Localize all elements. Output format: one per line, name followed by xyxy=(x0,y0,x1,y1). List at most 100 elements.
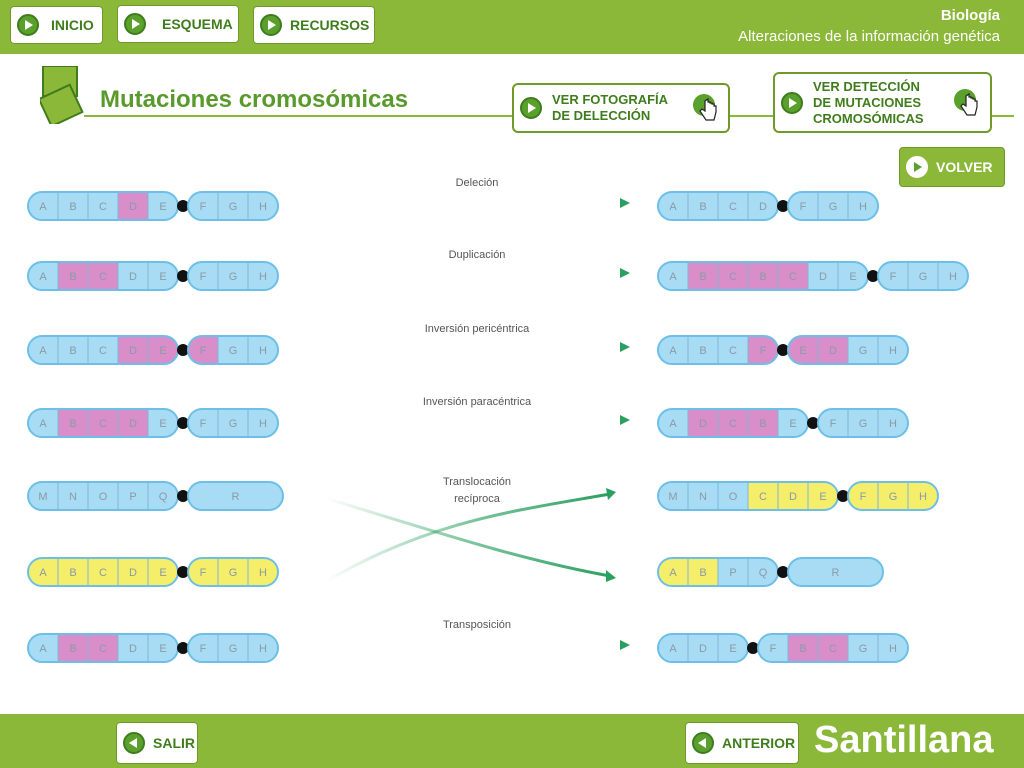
gene-label: F xyxy=(200,567,207,579)
centromere xyxy=(177,642,189,654)
link-label: VER FOTOGRAFÍA DE DELECCIÓN xyxy=(552,92,669,123)
gene-label: G xyxy=(859,418,868,430)
gene-segment xyxy=(117,482,149,510)
subject-name: Biología xyxy=(940,7,1000,24)
gene-label: D xyxy=(829,345,837,357)
chromosome-arm: R xyxy=(187,481,284,511)
mutation-label: Duplicación xyxy=(449,249,506,261)
gene-segment xyxy=(687,482,719,510)
gene-label: B xyxy=(699,271,706,283)
gene-segment xyxy=(188,482,283,510)
bottom-bar: SALIR ANTERIOR xyxy=(0,714,1024,768)
gene-label: A xyxy=(669,418,677,430)
mutation-arrow xyxy=(325,415,630,425)
gene-label: D xyxy=(759,201,767,213)
gene-segment xyxy=(747,192,778,220)
esquema-button[interactable]: ESQUEMA xyxy=(117,5,239,43)
recursos-button[interactable]: RECURSOS xyxy=(253,6,375,44)
chromosome-arm: R xyxy=(787,557,884,587)
gene-segment xyxy=(907,262,939,290)
play-icon xyxy=(124,13,146,35)
gene-label: G xyxy=(859,345,868,357)
gene-label: B xyxy=(759,271,766,283)
esquema-label: ESQUEMA xyxy=(162,16,233,32)
link-label: VER DETECCIÓN DE MUTACIONES CROMOSÓMICAS xyxy=(813,78,924,126)
gene-label: G xyxy=(919,271,928,283)
gene-label: H xyxy=(259,418,267,430)
gene-segment xyxy=(717,262,749,290)
gene-segment xyxy=(747,409,779,437)
gene-label: B xyxy=(699,567,706,579)
gene-segment xyxy=(717,634,748,662)
anterior-button[interactable]: ANTERIOR xyxy=(685,722,799,764)
gene-label: D xyxy=(789,491,797,503)
gene-segment xyxy=(687,409,719,437)
gene-label: E xyxy=(729,643,736,655)
gene-label: O xyxy=(99,491,108,503)
gene-label: G xyxy=(229,345,238,357)
gene-label: B xyxy=(699,201,706,213)
gene-label: E xyxy=(159,643,166,655)
gene-label: A xyxy=(39,567,47,579)
gene-label: H xyxy=(259,201,267,213)
volver-button[interactable]: VOLVER xyxy=(899,147,1005,187)
gene-label: D xyxy=(819,271,827,283)
gene-segment xyxy=(217,558,249,586)
gene-label: F xyxy=(800,201,807,213)
salir-label: SALIR xyxy=(153,735,195,751)
pointer-hand-icon xyxy=(693,94,717,121)
centromere xyxy=(777,344,789,356)
gene-label: E xyxy=(789,418,796,430)
gene-label: Q xyxy=(759,567,768,579)
gene-label: F xyxy=(890,271,897,283)
salir-button[interactable]: SALIR xyxy=(116,722,198,764)
gene-segment xyxy=(147,409,178,437)
centromere xyxy=(867,270,879,282)
mutation-label: recíproca xyxy=(454,493,501,505)
mutation-arrow xyxy=(325,198,630,208)
gene-segment xyxy=(687,634,719,662)
gene-segment xyxy=(877,634,908,662)
top-bar: INICIO ESQUEMA RECURSOS Biología Alterac… xyxy=(0,0,1024,54)
gene-label: A xyxy=(669,643,677,655)
gene-label: C xyxy=(729,345,737,357)
gene-segment xyxy=(788,558,883,586)
gene-label: G xyxy=(229,643,238,655)
mutation-label: Deleción xyxy=(456,177,499,189)
gene-segment xyxy=(777,262,809,290)
gene-label: G xyxy=(229,201,238,213)
inicio-button[interactable]: INICIO xyxy=(10,6,103,44)
gene-segment xyxy=(87,262,119,290)
gene-label: F xyxy=(200,345,207,357)
gene-label: R xyxy=(832,567,840,579)
gene-label: F xyxy=(760,345,767,357)
ver-fotografia-delecion-button[interactable]: VER FOTOGRAFÍA DE DELECCIÓN xyxy=(512,83,730,133)
gene-label: O xyxy=(729,491,738,503)
centromere xyxy=(177,344,189,356)
centromere xyxy=(747,642,759,654)
gene-segment xyxy=(877,482,909,510)
mutation-arrow xyxy=(325,268,630,278)
mutation-label: Transposición xyxy=(443,619,511,631)
gene-segment xyxy=(117,634,149,662)
ver-deteccion-mutaciones-button[interactable]: VER DETECCIÓN DE MUTACIONES CROMOSÓMICAS xyxy=(773,72,992,133)
gene-segment xyxy=(747,336,778,364)
gene-label: H xyxy=(889,418,897,430)
gene-segment xyxy=(777,482,809,510)
gene-segment xyxy=(247,558,278,586)
gene-segment xyxy=(87,558,119,586)
gene-label: P xyxy=(729,567,736,579)
mutation-label: Inversión pericéntrica xyxy=(425,323,530,335)
back-arrow-icon xyxy=(692,732,714,754)
gene-segment xyxy=(147,634,178,662)
